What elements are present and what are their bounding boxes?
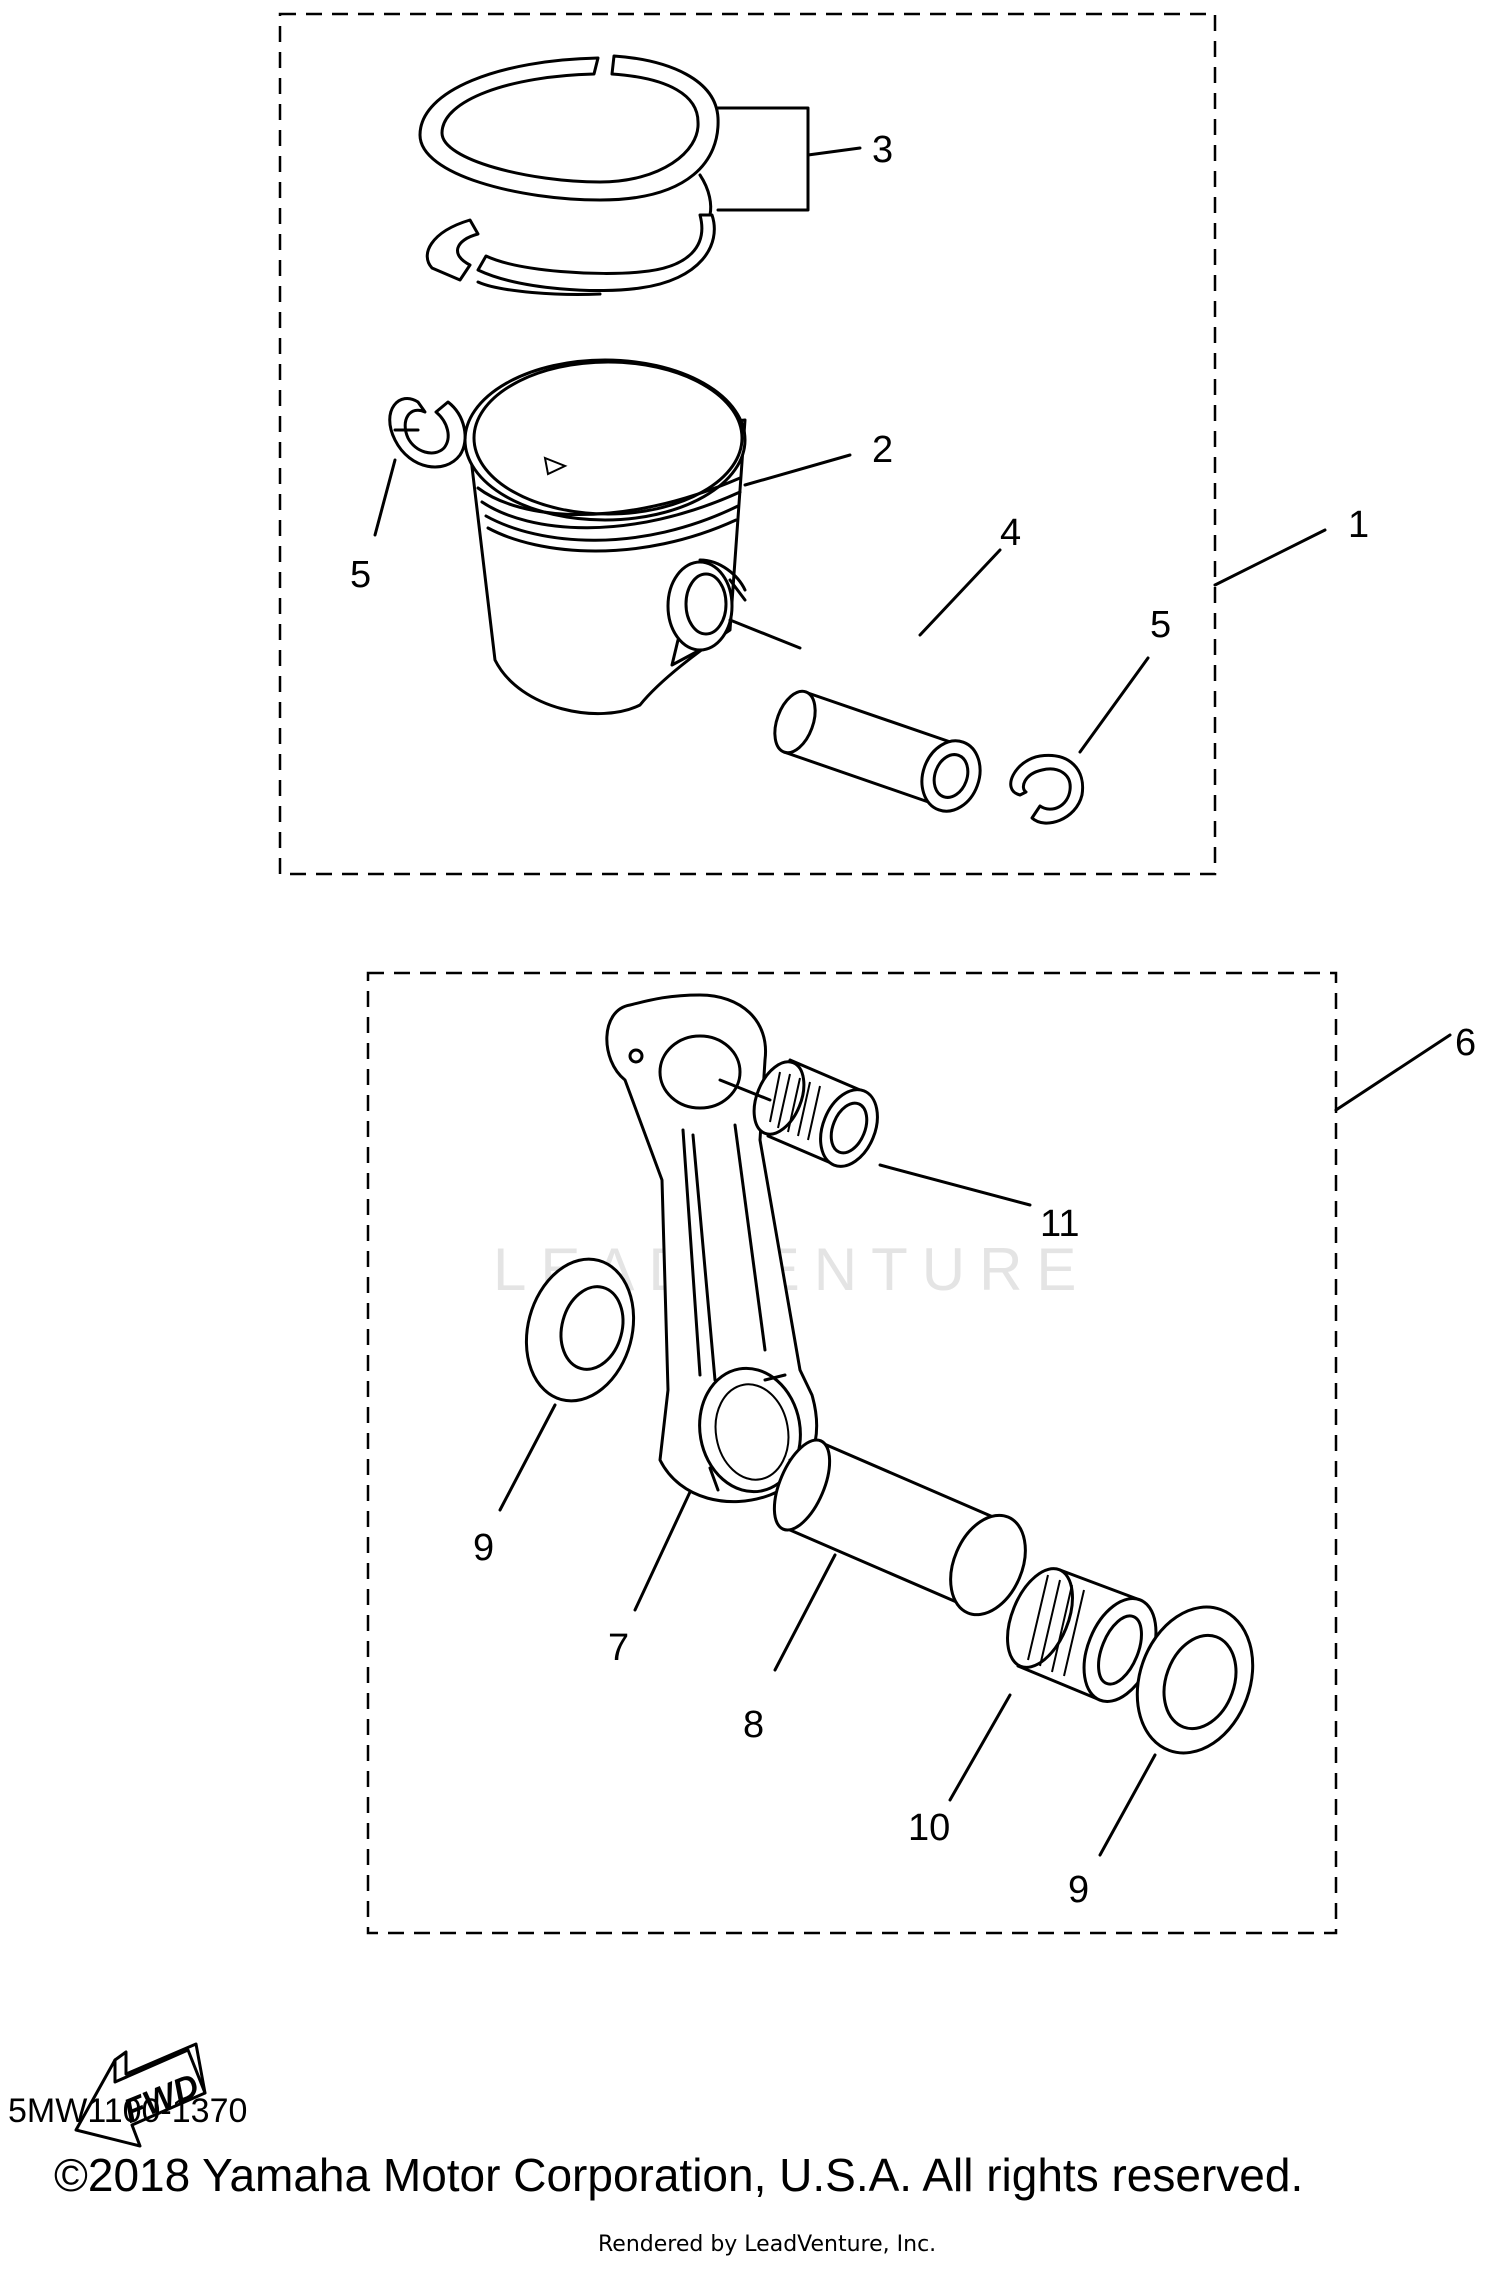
piston[interactable]: [463, 358, 747, 716]
con-rod-kit-group-box: [366, 971, 1338, 1935]
circlip-left[interactable]: [388, 396, 467, 469]
callout-8: 8: [743, 1704, 764, 1746]
diagram-code: 5MW1100-1370: [8, 2092, 248, 2130]
callout-7: 7: [608, 1627, 629, 1669]
rendered-by-credit: Rendered by LeadVenture, Inc.: [598, 2232, 937, 2257]
copyright-notice: ©2018 Yamaha Motor Corporation, U.S.A. A…: [54, 2149, 1304, 2201]
callout-2: 2: [872, 429, 893, 471]
callout-5-left: 5: [350, 554, 371, 596]
callout-4: 4: [1000, 512, 1021, 554]
piston-kit-group-box: [278, 12, 1217, 876]
callout-10: 10: [908, 1807, 950, 1849]
piston-rings[interactable]: [418, 54, 720, 296]
circlip-right[interactable]: [1009, 753, 1085, 825]
callout-9-right: 9: [1068, 1869, 1089, 1911]
leader-lines-lower: [498, 1033, 1452, 1857]
small-end-bearing[interactable]: [718, 1055, 888, 1175]
callout-5-right: 5: [1150, 604, 1171, 646]
connecting-rod[interactable]: [605, 993, 819, 1503]
thrust-washer-left[interactable]: [511, 1247, 649, 1413]
callout-3: 3: [872, 129, 893, 171]
thrust-washer-right[interactable]: [1118, 1591, 1273, 1770]
callout-9-left: 9: [473, 1527, 494, 1569]
crank-pin[interactable]: [763, 1432, 1040, 1626]
callout-1: 1: [1348, 504, 1369, 546]
piston-pin[interactable]: [728, 618, 990, 819]
callout-6: 6: [1455, 1022, 1476, 1064]
leader-lines-upper: [373, 106, 1327, 754]
callout-11: 11: [1040, 1203, 1079, 1245]
